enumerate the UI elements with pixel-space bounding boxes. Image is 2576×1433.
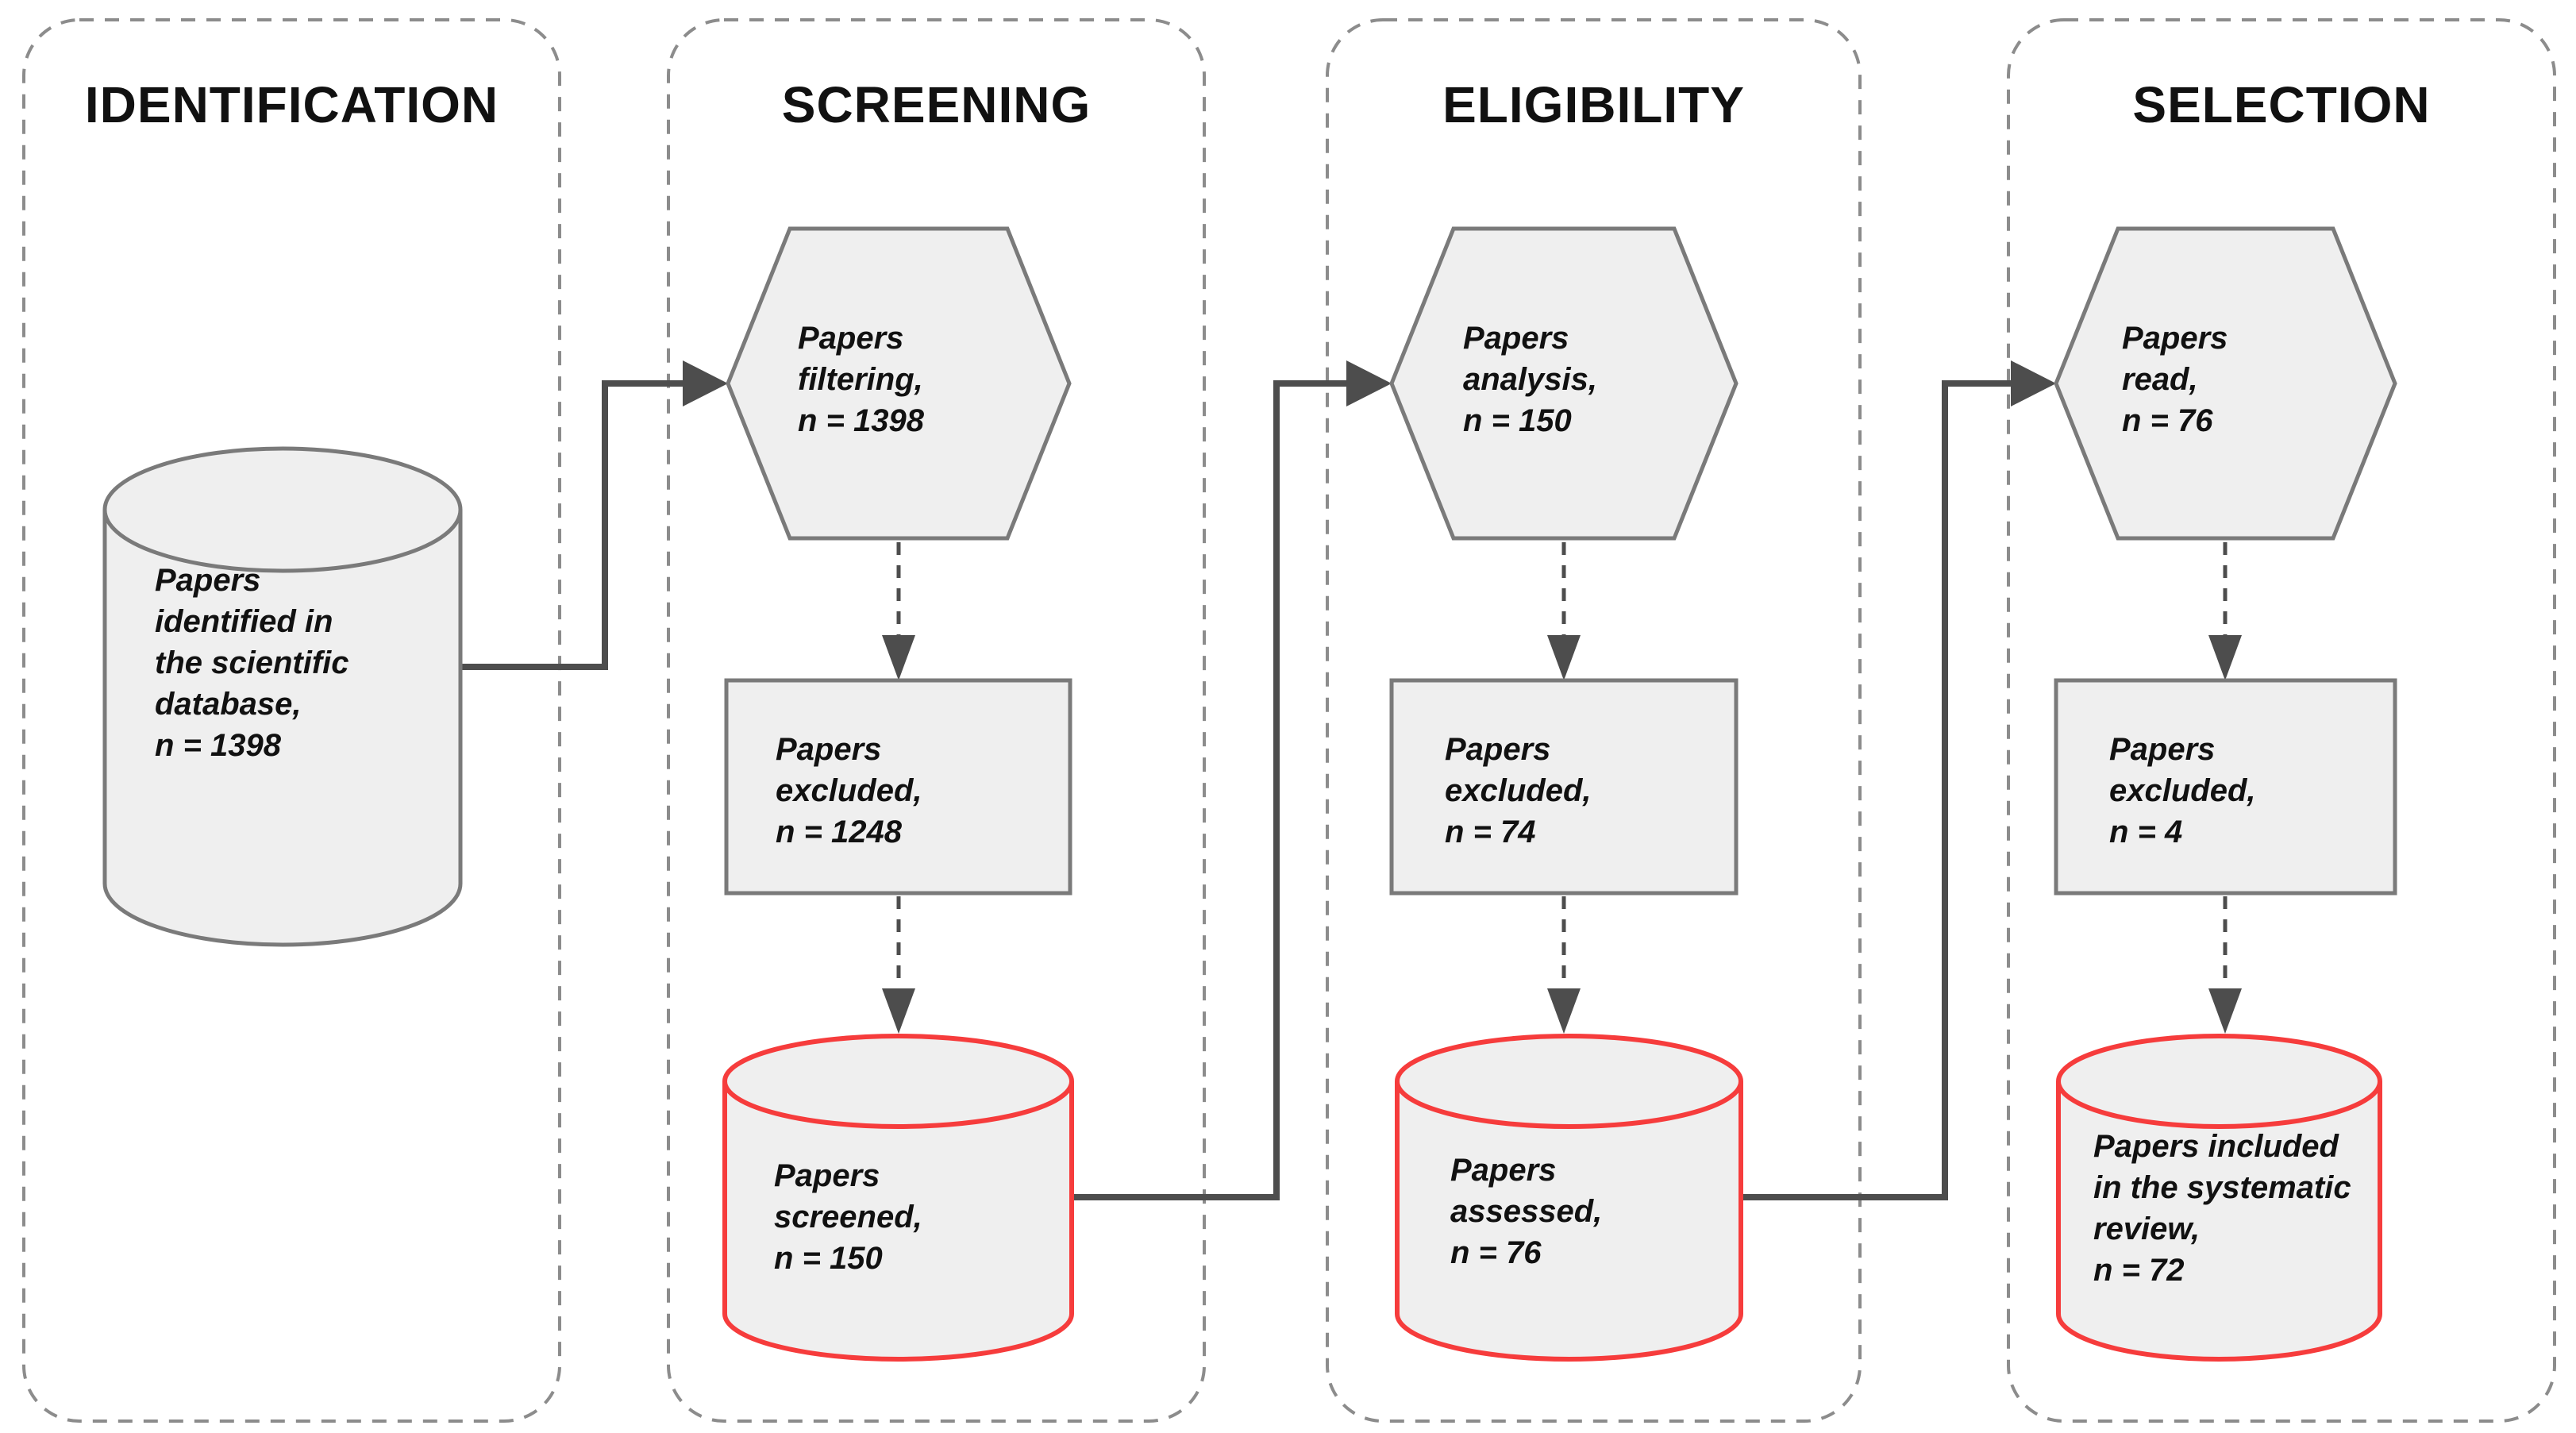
rect-papers-excluded-eligibility bbox=[1389, 678, 1739, 896]
arrowhead-icon bbox=[2208, 635, 2242, 680]
stage-title-screening: SCREENING bbox=[781, 76, 1092, 133]
stage-title-selection: SELECTION bbox=[2132, 76, 2431, 133]
cylinder-papers-included-top bbox=[2056, 1034, 2382, 1129]
label-papers-filtering: Papers filtering, n = 1398 bbox=[798, 321, 925, 438]
label-papers-excluded-eligibility: Papers excluded, n = 74 bbox=[1445, 732, 1592, 849]
rect-papers-excluded-selection bbox=[2054, 678, 2397, 896]
hexagon-papers-filtering bbox=[726, 226, 1072, 541]
connector-eligibility-to-selection bbox=[1741, 380, 2019, 1200]
label-papers-included: Papers included in the systematic review… bbox=[2093, 1129, 2351, 1288]
arrowhead-icon bbox=[1346, 360, 1392, 406]
arrowhead-icon bbox=[1547, 635, 1581, 680]
arrowhead-icon bbox=[2208, 988, 2242, 1034]
label-papers-analysis: Papers analysis, n = 150 bbox=[1463, 321, 1598, 438]
arrowhead-icon bbox=[1547, 988, 1581, 1034]
connector-screening-to-eligibility bbox=[1072, 380, 1354, 1200]
label-papers-identified: Papers identified in the scientific data… bbox=[155, 563, 349, 763]
frame-selection bbox=[2007, 18, 2556, 1423]
cylinder-papers-screened-top bbox=[722, 1034, 1074, 1129]
label-papers-excluded-selection: Papers excluded, n = 4 bbox=[2109, 732, 2256, 849]
cylinder-papers-identified-top bbox=[102, 446, 463, 573]
stage-title-eligibility: ELIGIBILITY bbox=[1442, 76, 1745, 133]
label-papers-assessed: Papers assessed, n = 76 bbox=[1450, 1153, 1603, 1270]
frame-identification bbox=[22, 18, 561, 1423]
frame-eligibility bbox=[1326, 18, 1862, 1423]
cylinder-papers-assessed-top bbox=[1395, 1034, 1743, 1129]
label-papers-excluded-screening: Papers excluded, n = 1248 bbox=[776, 732, 922, 849]
stage-title-identification: IDENTIFICATION bbox=[84, 76, 499, 133]
connector-identification-to-screening bbox=[460, 380, 691, 670]
hexagon-papers-read bbox=[2054, 226, 2397, 541]
frame-screening bbox=[667, 18, 1206, 1423]
arrowhead-icon bbox=[2011, 360, 2056, 406]
label-papers-screened: Papers screened, n = 150 bbox=[774, 1158, 922, 1276]
arrowhead-icon bbox=[882, 635, 915, 680]
cylinder-papers-included bbox=[2056, 1081, 2382, 1362]
rect-papers-excluded-screening bbox=[724, 678, 1072, 896]
arrowhead-icon bbox=[882, 988, 915, 1034]
cylinder-papers-assessed bbox=[1395, 1081, 1743, 1362]
cylinder-papers-screened bbox=[722, 1081, 1074, 1362]
hexagon-papers-analysis bbox=[1389, 226, 1739, 541]
arrowhead-icon bbox=[683, 360, 728, 406]
label-papers-read: Papers read, n = 76 bbox=[2122, 321, 2228, 438]
cylinder-papers-identified bbox=[102, 510, 463, 947]
